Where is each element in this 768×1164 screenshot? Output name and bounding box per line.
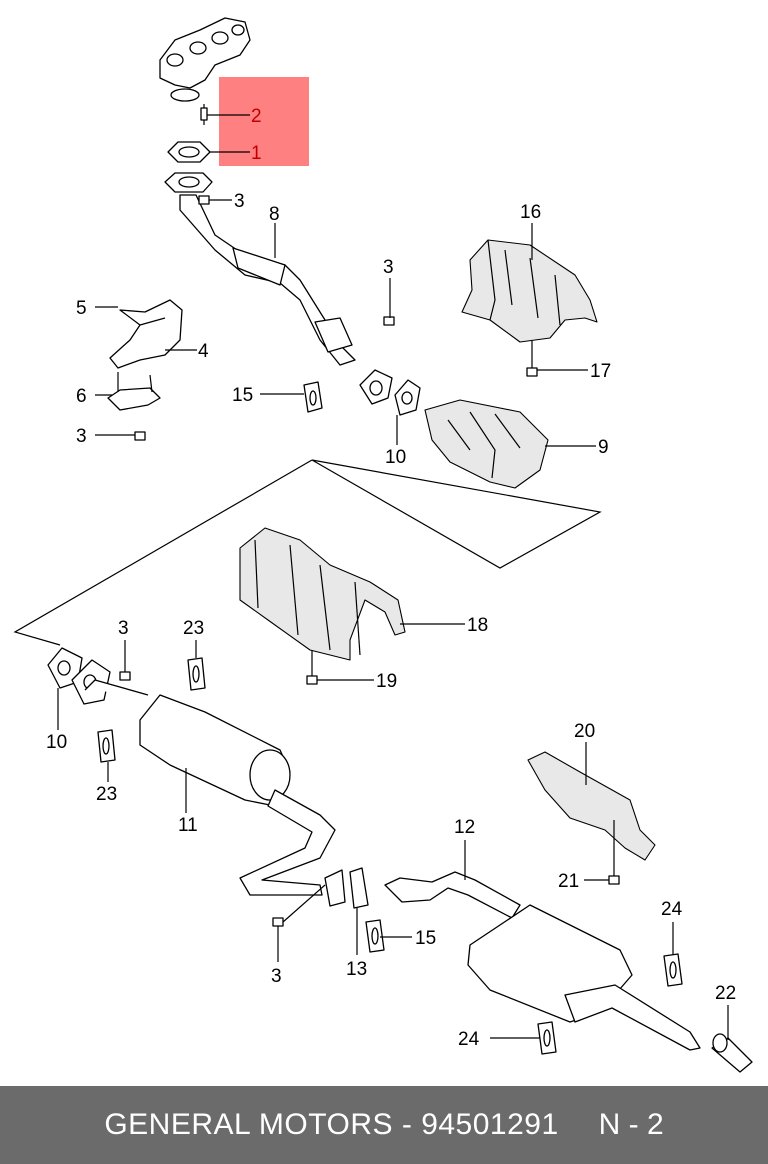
callout-2: 2 bbox=[251, 106, 262, 127]
callout-17: 17 bbox=[590, 361, 611, 382]
part-10-gasket-lower bbox=[47, 647, 111, 705]
part-13-gasket bbox=[324, 867, 369, 909]
part-11-center-muffler bbox=[84, 679, 336, 896]
part-12-rear-muffler bbox=[384, 871, 701, 1051]
callout-3-d: 3 bbox=[118, 618, 129, 639]
part-8-front-pipe bbox=[179, 194, 356, 366]
part-18-heat-shield bbox=[239, 527, 406, 661]
callout-19: 19 bbox=[376, 671, 397, 692]
highlight-box bbox=[219, 77, 309, 166]
part-3-nut-a bbox=[198, 195, 210, 205]
callout-4: 4 bbox=[198, 341, 209, 362]
part-3-nut-d bbox=[119, 671, 131, 681]
callout-22: 22 bbox=[715, 983, 736, 1004]
part-23-hanger-b bbox=[97, 729, 116, 763]
callout-1: 1 bbox=[251, 143, 262, 164]
footer-page-number: N - 2 bbox=[598, 1108, 664, 1141]
callout-10-a: 10 bbox=[385, 447, 406, 468]
part-23-hanger-a bbox=[187, 657, 206, 691]
leader-lines bbox=[57, 114, 729, 1040]
callout-15-b: 15 bbox=[415, 928, 436, 949]
callout-9: 9 bbox=[598, 437, 609, 458]
part-24-hanger-a bbox=[663, 953, 683, 987]
leader-line-left bbox=[13, 459, 313, 646]
callout-16: 16 bbox=[520, 202, 541, 223]
callout-3-c: 3 bbox=[76, 426, 87, 447]
part-1-gasket bbox=[167, 141, 211, 163]
callout-18: 18 bbox=[467, 615, 488, 636]
footer-bar: GENERAL MOTORS - 94501291 N - 2 bbox=[0, 1086, 768, 1164]
part-22-tail-pipe-tip bbox=[711, 1033, 753, 1073]
callout-13: 13 bbox=[346, 959, 367, 980]
part-20-heat-shield bbox=[527, 751, 656, 861]
callout-23-b: 23 bbox=[96, 784, 117, 805]
callout-21: 21 bbox=[558, 871, 579, 892]
part-24-hanger-b bbox=[537, 1021, 557, 1055]
part-10-gasket-upper bbox=[359, 369, 421, 416]
callout-12: 12 bbox=[454, 817, 475, 838]
part-15-hanger-a bbox=[303, 381, 323, 413]
part-17-nut bbox=[526, 340, 538, 377]
callout-23-a: 23 bbox=[183, 618, 204, 639]
part-3-nut-c bbox=[134, 431, 146, 441]
callout-3-b: 3 bbox=[383, 257, 394, 278]
footer-caption: GENERAL MOTORS - 94501291 bbox=[104, 1108, 559, 1141]
part-15-hanger-b bbox=[365, 919, 385, 953]
part-4-bracket bbox=[109, 299, 183, 369]
part-16-heat-shield bbox=[461, 239, 598, 343]
part-3-nut-b bbox=[383, 316, 395, 326]
callout-3-e: 3 bbox=[271, 966, 282, 987]
part-9-catalytic-converter bbox=[424, 399, 549, 489]
part-19-nut bbox=[306, 650, 318, 685]
exhaust-system-diagram: 2 1 3 8 3 16 5 4 17 6 15 9 3 10 18 3 23 … bbox=[13, 17, 753, 1073]
callout-6: 6 bbox=[76, 386, 87, 407]
part-6-hanger bbox=[107, 372, 161, 411]
callout-20: 20 bbox=[574, 721, 595, 742]
callout-24-b: 24 bbox=[458, 1029, 480, 1050]
callout-5: 5 bbox=[76, 298, 87, 319]
callout-15-a: 15 bbox=[232, 385, 253, 406]
callout-3-a: 3 bbox=[234, 191, 245, 212]
part-2-stud bbox=[200, 104, 208, 125]
leader-box-upper bbox=[311, 459, 602, 569]
callout-11: 11 bbox=[178, 815, 198, 836]
callout-8: 8 bbox=[269, 204, 280, 225]
callout-10-b: 10 bbox=[46, 732, 67, 753]
callout-24-a: 24 bbox=[661, 899, 683, 920]
exhaust-manifold bbox=[159, 17, 251, 102]
